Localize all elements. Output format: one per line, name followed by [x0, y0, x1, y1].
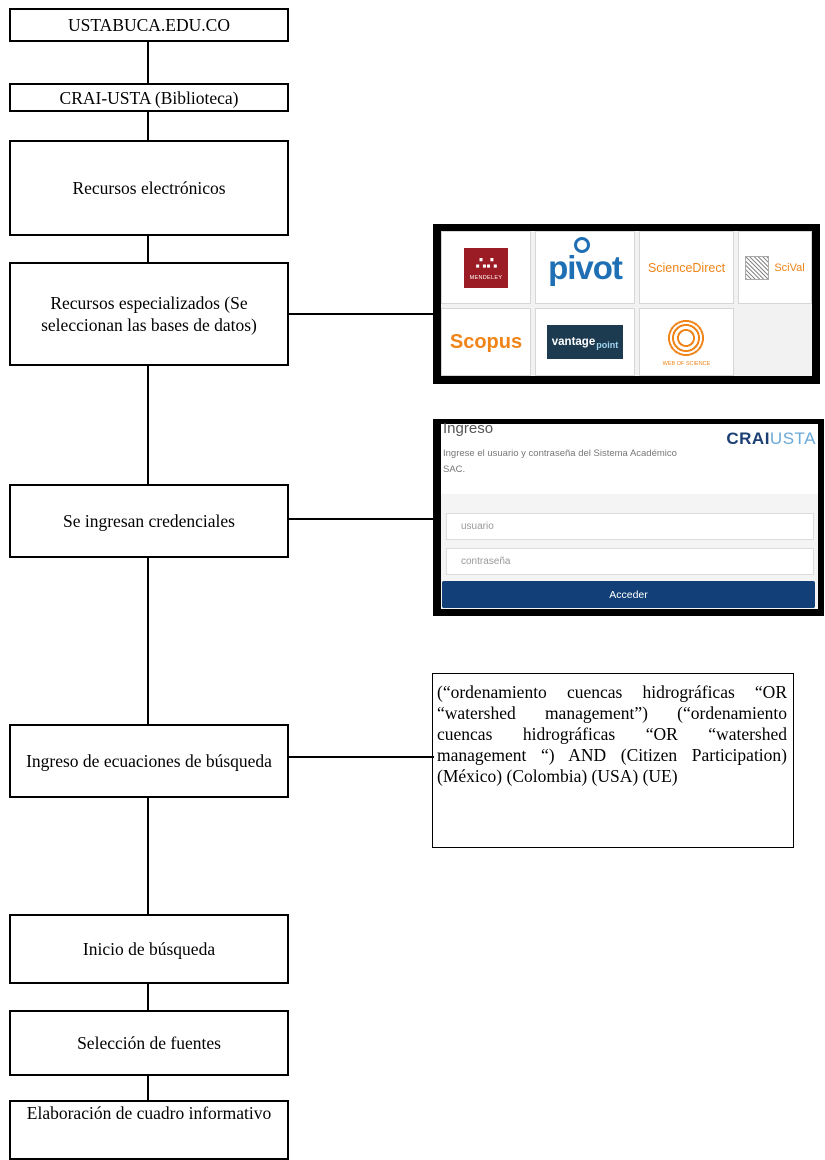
connector-line-login	[288, 518, 434, 520]
connector-line	[147, 40, 149, 85]
database-tile-scival: SciVal	[738, 231, 812, 304]
mendeley-glyph: ∴∴	[475, 253, 498, 273]
mendeley-wordmark: MENDELEY	[469, 274, 503, 281]
database-tile-web-of-science: WEB OF SCIENCE	[639, 308, 734, 376]
connector-line-databases	[288, 313, 434, 315]
flow-step-search-equations: Ingreso de ecuaciones de búsqueda	[9, 724, 289, 798]
scopus-logo: Scopus	[449, 330, 523, 353]
database-tile-sciencedirect: ScienceDirect	[639, 231, 734, 304]
connector-line-query	[288, 756, 434, 758]
database-tile-mendeley: ∴∴ MENDELEY	[441, 231, 531, 304]
username-field[interactable]: usuario	[446, 513, 814, 540]
flow-step-specialized-resources: Recursos especializados (Se seleccionan …	[9, 262, 289, 366]
connector-line	[147, 110, 149, 142]
flow-step-credentials: Se ingresan credenciales	[9, 484, 289, 558]
login-header: Ingreso Ingrese el usuario y contraseña …	[441, 420, 818, 494]
connector-line	[147, 234, 149, 264]
flow-step-electronic-resources: Recursos electrónicos	[9, 140, 289, 236]
crai-logo-text: CRAI	[726, 429, 770, 448]
password-field[interactable]: contraseña	[446, 548, 814, 575]
flow-step-info-table: Elaboración de cuadro informativo	[9, 1100, 289, 1160]
flow-step-website: USTABUCA.EDU.CO	[9, 8, 289, 42]
connector-line	[147, 556, 149, 726]
login-form: Ingreso Ingrese el usuario y contraseña …	[441, 420, 818, 609]
elsevier-tree-icon	[745, 255, 770, 280]
connector-line	[147, 982, 149, 1012]
vantagepoint-suffix: point	[596, 340, 619, 350]
search-query-box: (“ordenamiento cuencas hidrográficas “OR…	[432, 673, 794, 848]
flow-step-library: CRAI-USTA (Biblioteca)	[9, 83, 289, 112]
flow-step-start-search: Inicio de búsqueda	[9, 914, 289, 984]
database-tile-scopus: Scopus	[441, 308, 531, 376]
databases-screenshot: ∴∴ MENDELEY pivot ScienceDirect SciVal S…	[433, 224, 820, 384]
web-of-science-icon	[666, 317, 707, 358]
pivot-logo: pivot	[548, 236, 623, 287]
database-tile-pivot: pivot	[535, 231, 635, 304]
web-of-science-logo: WEB OF SCIENCE	[662, 360, 711, 367]
connector-line	[147, 1074, 149, 1102]
login-screenshot: Ingreso Ingrese el usuario y contraseña …	[433, 419, 824, 616]
login-instructions: Ingrese el usuario y contraseña del Sist…	[443, 448, 677, 475]
pivot-wordmark: pivot	[548, 248, 623, 286]
crai-usta-logo: CRAIUSTA	[726, 429, 816, 449]
sciencedirect-logo: ScienceDirect	[647, 260, 726, 275]
login-submit-button[interactable]: Acceder	[442, 581, 815, 608]
vantagepoint-wordmark: vantage	[551, 336, 596, 348]
database-tile-grid: ∴∴ MENDELEY pivot ScienceDirect SciVal S…	[441, 231, 812, 376]
flow-step-source-selection: Selección de fuentes	[9, 1010, 289, 1076]
usta-logo-text: USTA	[769, 429, 816, 448]
connector-line	[147, 796, 149, 916]
login-title: Ingreso	[443, 420, 494, 437]
mendeley-logo: ∴∴ MENDELEY	[464, 247, 508, 288]
pivot-dot-icon	[574, 236, 591, 253]
connector-line	[147, 364, 149, 486]
scival-logo: SciVal	[774, 261, 805, 274]
